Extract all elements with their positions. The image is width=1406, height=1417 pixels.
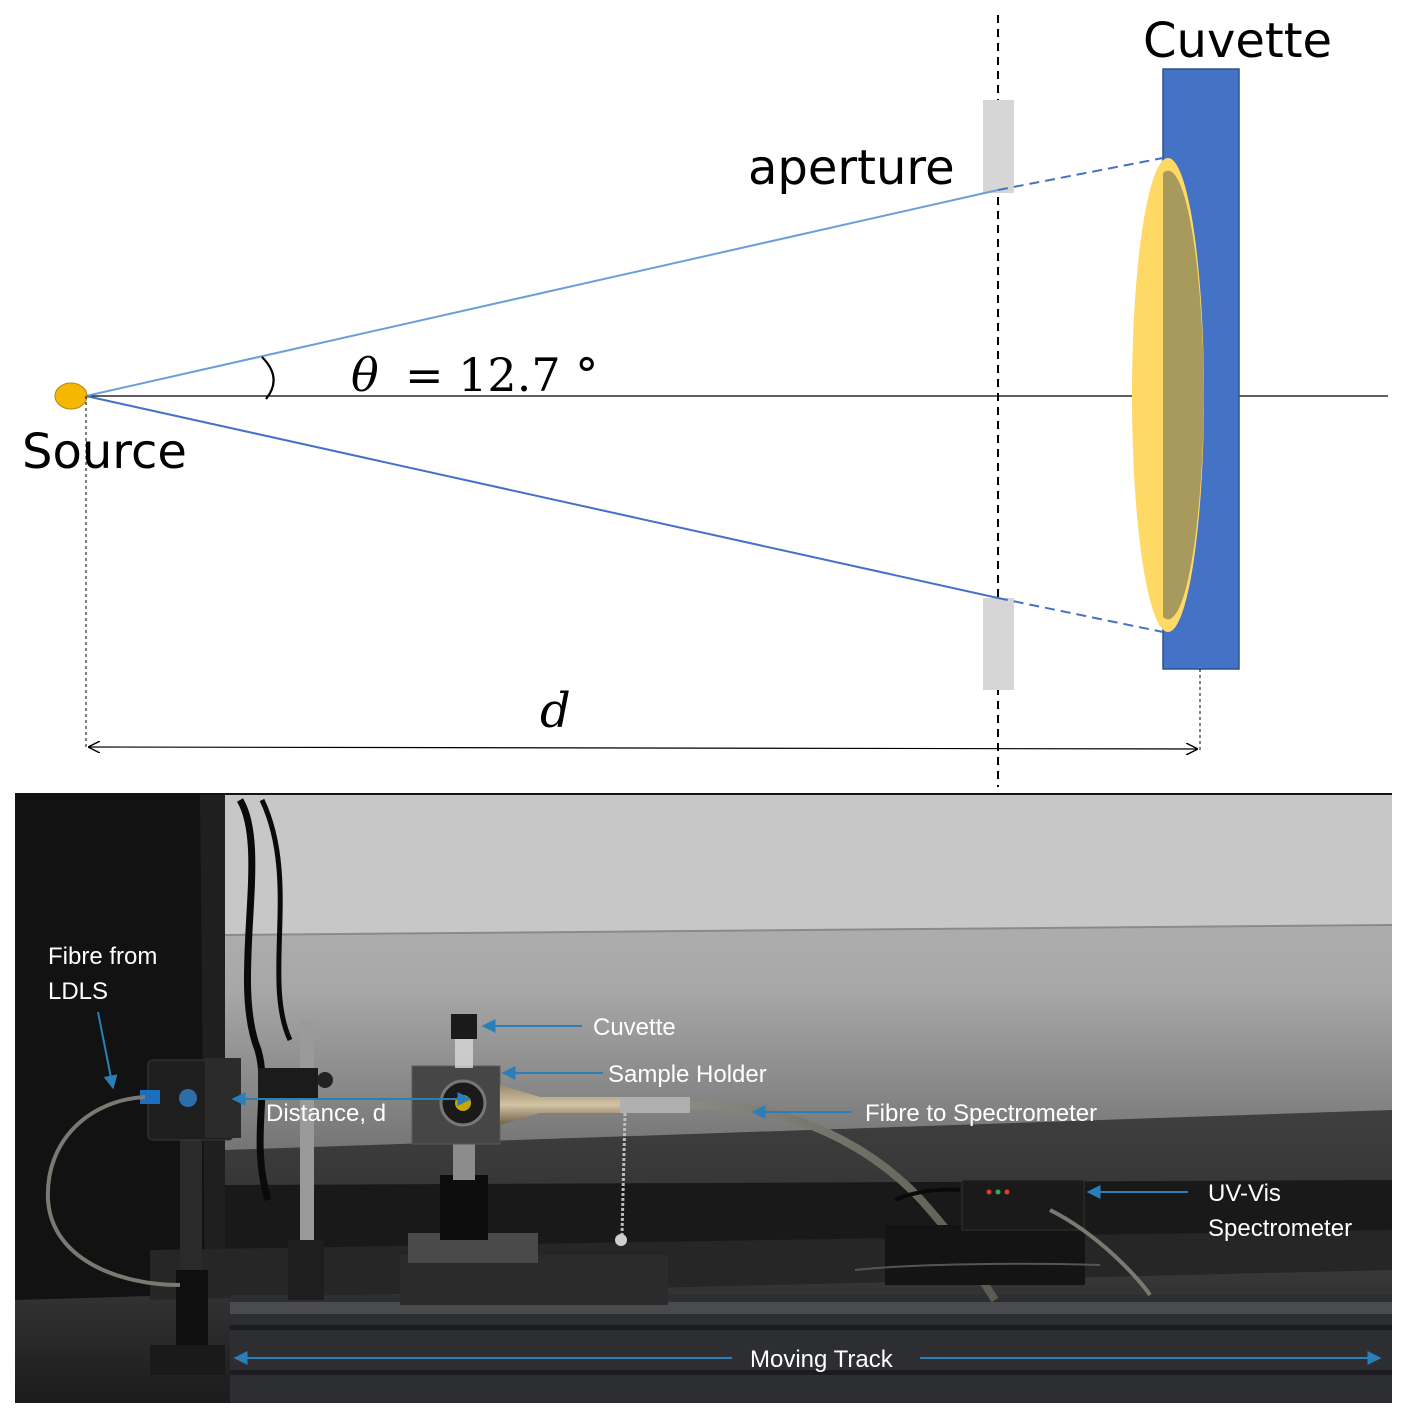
beam-lower-dashed	[997, 597, 1164, 633]
fibre-from-ldls	[45, 1095, 181, 1287]
uv-vis-spectrometer-box	[961, 1179, 1085, 1231]
moving-track-label: Moving Track	[750, 1346, 894, 1373]
fibre-from-ldls-arrow	[97, 1011, 118, 1090]
uv-vis-label: UV-Vis	[1208, 1180, 1281, 1207]
ldls-label: LDLS	[48, 978, 108, 1005]
angle-arc	[261, 356, 275, 400]
spectrometer-label: Spectrometer	[1208, 1215, 1352, 1242]
sample-base-plate	[400, 1255, 668, 1305]
schematic-diagram: Cuvette aperture Source θ = 12.7 ° d	[22, 13, 1388, 787]
aperture-upper-block	[983, 100, 1014, 193]
distance-label: Distance, d	[266, 1100, 386, 1127]
distance-symbol: d	[540, 683, 571, 739]
aperture-lower-block	[983, 598, 1014, 690]
beam-upper-dashed	[997, 157, 1164, 191]
cuvette-label: Cuvette	[1143, 13, 1332, 69]
aperture-label: aperture	[748, 140, 955, 196]
sample-holder-label: Sample Holder	[608, 1061, 767, 1088]
fibre-from-label: Fibre from	[48, 943, 157, 970]
theta-value: = 12.7 °	[405, 348, 598, 402]
fibre-to-spectrometer-label: Fibre to Spectrometer	[865, 1100, 1097, 1127]
theta-symbol: θ	[351, 348, 379, 402]
cuvette-in-photo	[455, 1038, 473, 1068]
beam-upper-line	[85, 189, 999, 397]
moving-track-rail	[230, 1295, 1392, 1403]
source-label: Source	[22, 424, 187, 480]
setup-photo: Fibre from LDLS Cuvette Sample Holder Di…	[15, 793, 1393, 1403]
photo-cuvette-label: Cuvette	[593, 1014, 676, 1041]
distance-dimension-arrow	[88, 747, 1198, 749]
beam-lower-line	[85, 395, 999, 599]
source-dot	[54, 382, 88, 410]
